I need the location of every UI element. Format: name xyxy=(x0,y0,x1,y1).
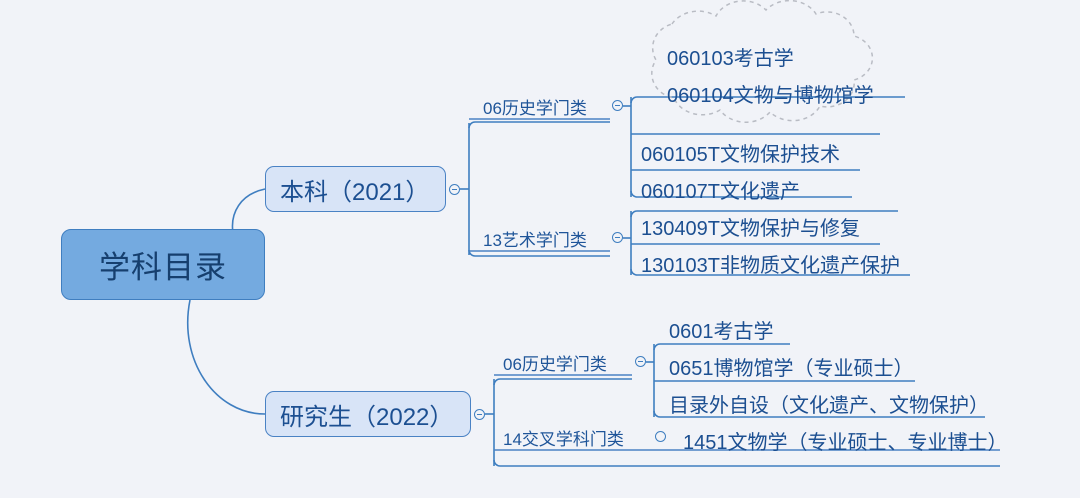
leaf-label: 060107T文化遗产 xyxy=(641,180,800,203)
leaf-label: 目录外自设（文化遗产、文物保护） xyxy=(669,394,989,417)
leaf-label: 0601考古学 xyxy=(669,320,774,343)
leaf-label: 130103T非物质文化遗产保护 xyxy=(641,254,900,277)
category-label: 14交叉学科门类 xyxy=(503,429,624,449)
leaf-label: 060105T文物保护技术 xyxy=(641,143,840,166)
leaf-node[interactable]: 0651博物馆学（专业硕士） xyxy=(665,351,918,381)
leaf-label: 130409T文物保护与修复 xyxy=(641,217,860,240)
category-undergrad-art[interactable]: 13艺术学门类 xyxy=(483,225,587,251)
leaf-node[interactable]: 060104文物与博物馆学 xyxy=(663,78,878,108)
bracket-grad-top xyxy=(493,378,632,386)
category-label: 13艺术学门类 xyxy=(483,230,587,250)
leaf-node[interactable]: 130103T非物质文化遗产保护 xyxy=(637,248,904,278)
leaf-node[interactable]: 130409T文物保护与修复 xyxy=(637,211,864,241)
connector-root-to-grad xyxy=(186,299,266,415)
bracket-pg-hist-top xyxy=(653,343,790,351)
leaf-label: 060104文物与博物馆学 xyxy=(667,84,874,107)
bracket-undergrad-top xyxy=(468,121,610,129)
collapse-handle-icon-graduate[interactable] xyxy=(474,409,485,420)
branch-node-undergraduate[interactable]: 本科（2021） xyxy=(265,166,446,212)
branch-node-graduate[interactable]: 研究生（2022） xyxy=(265,391,471,437)
collapse-handle-icon-grad-history[interactable] xyxy=(635,356,646,367)
bracket-grad-bottom xyxy=(493,459,1000,467)
category-grad-crossdiscipline[interactable]: 14交叉学科门类 xyxy=(503,424,624,450)
expand-handle-icon-grad-crossdiscipline[interactable] xyxy=(655,431,666,442)
leaf-node[interactable]: 060105T文物保护技术 xyxy=(637,137,844,167)
branch-node-label: 研究生（2022） xyxy=(280,403,454,431)
category-label: 06历史学门类 xyxy=(483,98,587,118)
leaf-node[interactable]: 060107T文化遗产 xyxy=(637,174,804,204)
leaf-label: 1451文物学（专业硕士、专业博士） xyxy=(683,431,1008,454)
leaf-node[interactable]: 目录外自设（文化遗产、文物保护） xyxy=(665,388,993,418)
collapse-handle-icon-undergrad-art[interactable] xyxy=(612,232,623,243)
leaf-node[interactable]: 060103考古学 xyxy=(663,41,798,71)
root-node[interactable]: 学科目录 xyxy=(61,229,265,300)
collapse-handle-icon-undergraduate[interactable] xyxy=(449,184,460,195)
category-undergrad-history[interactable]: 06历史学门类 xyxy=(483,93,587,119)
leaf-node[interactable]: 0601考古学 xyxy=(665,314,778,344)
category-grad-history[interactable]: 06历史学门类 xyxy=(503,349,607,375)
leaf-label: 060103考古学 xyxy=(667,47,794,70)
branch-node-label: 本科（2021） xyxy=(280,178,430,206)
category-label: 06历史学门类 xyxy=(503,354,607,374)
leaf-node[interactable]: 1451文物学（专业硕士、专业博士） xyxy=(679,425,1012,455)
root-node-label: 学科目录 xyxy=(99,250,227,285)
leaf-label: 0651博物馆学（专业硕士） xyxy=(669,357,914,380)
collapse-handle-icon-undergrad-history[interactable] xyxy=(612,100,623,111)
